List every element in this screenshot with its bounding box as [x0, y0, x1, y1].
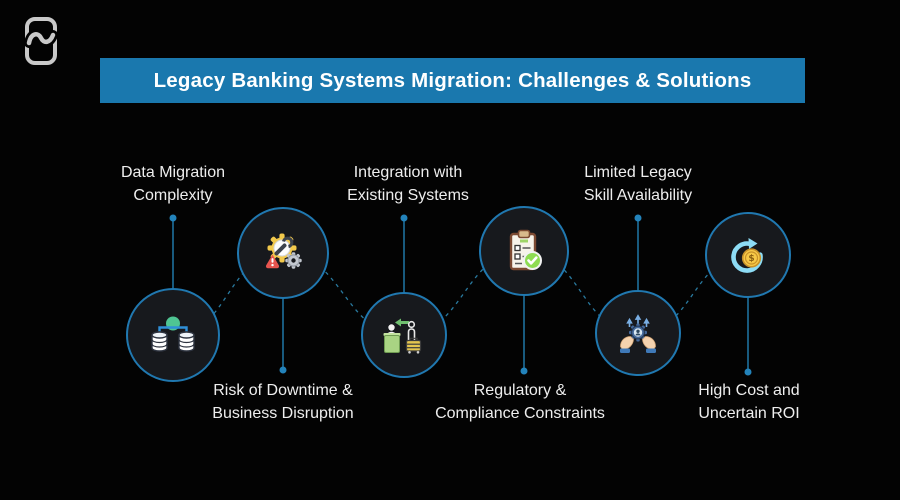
clipboard-check-icon [509, 229, 542, 271]
label-limited-legacy-skills: Limited Legacy Skill Availability [523, 161, 753, 207]
label-line: Existing Systems [347, 187, 469, 204]
label-line: Data Migration [120, 164, 226, 181]
svg-text:$: $ [748, 254, 754, 264]
label-regulatory-compliance: Regulatory & Compliance Constraints [405, 379, 635, 425]
label-integration-existing-systems: Integration with Existing Systems [293, 161, 523, 207]
label-line: Uncertain ROI [698, 405, 800, 422]
node-limited-legacy-skills [595, 290, 681, 376]
label-line: High Cost and [698, 382, 800, 399]
node-regulatory-compliance [479, 206, 569, 296]
database-sync-icon [151, 316, 195, 352]
node-data-migration-complexity [126, 288, 220, 382]
migration-desk-icon [383, 318, 422, 354]
label-line: Regulatory & [473, 382, 567, 399]
label-data-migration-complexity: Data Migration Complexity [58, 161, 288, 207]
node-high-cost-uncertain-roi: $ [705, 212, 791, 298]
label-line: Limited Legacy [584, 164, 692, 181]
label-line: Business Disruption [212, 405, 354, 422]
label-line: Skill Availability [583, 187, 693, 204]
node-integration-existing-systems [361, 292, 447, 378]
label-downtime-business-disruption: Risk of Downtime & Business Disruption [168, 379, 398, 425]
label-line: Compliance Constraints [435, 405, 605, 422]
title-banner: Legacy Banking Systems Migration: Challe… [100, 58, 805, 103]
page-title: Legacy Banking Systems Migration: Challe… [153, 68, 752, 92]
refresh-coin-icon: $ [731, 238, 763, 273]
wave-mark-logo-icon [24, 17, 58, 65]
label-line: Complexity [133, 187, 213, 204]
label-line: Risk of Downtime & [213, 382, 353, 399]
label-high-cost-uncertain-roi: High Cost and Uncertain ROI [634, 379, 864, 425]
label-stem-dots [169, 214, 752, 376]
gear-warning-icon [265, 233, 302, 269]
hands-gear-icon [620, 314, 656, 353]
node-downtime-business-disruption [237, 207, 329, 299]
label-line: Integration with [353, 164, 463, 181]
